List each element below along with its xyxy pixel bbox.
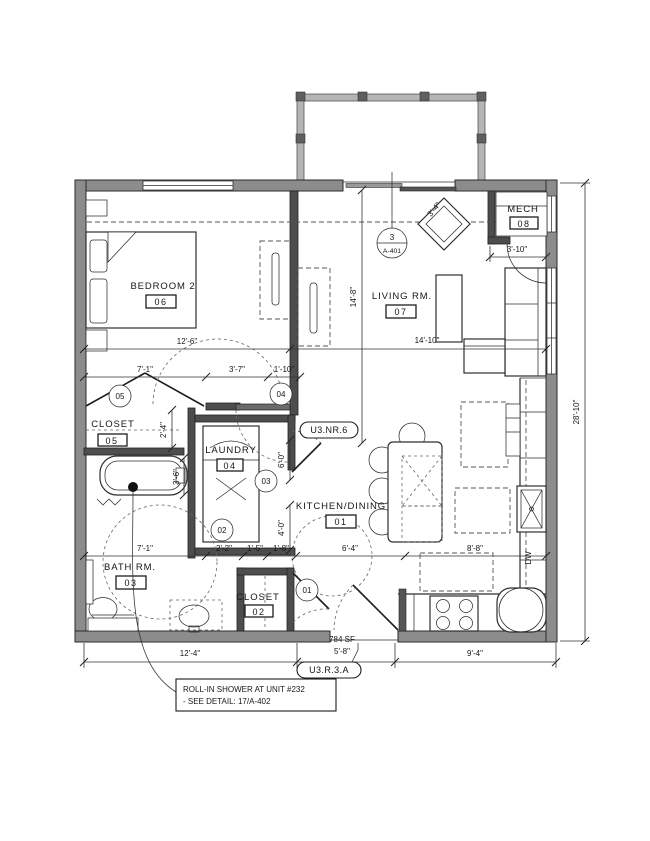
dim-laundry-a: 6'-0" xyxy=(277,452,286,468)
section-marker: 3 A-401 xyxy=(376,172,408,259)
room-bedroom2-label: BEDROOM 2 xyxy=(130,281,195,292)
callout-line1: ROLL-IN SHOWER AT UNIT #232 xyxy=(183,685,305,694)
balcony-sliding-door xyxy=(343,181,457,192)
island-counter-dashed xyxy=(401,455,443,543)
nightstand xyxy=(85,199,108,217)
shower-callout: ROLL-IN SHOWER AT UNIT #232 - SEE DETAIL… xyxy=(132,491,337,712)
console-table xyxy=(435,274,463,343)
vanity xyxy=(169,599,223,633)
room-bedroom2-number: 06 xyxy=(154,297,167,307)
kitchen-island xyxy=(387,441,443,543)
room-kitchen-number: 01 xyxy=(334,517,347,527)
door-tag-02: 02 xyxy=(218,526,227,535)
lounge-chair xyxy=(417,197,471,251)
interior-walls xyxy=(83,190,511,632)
room-bath-label: BATH RM. xyxy=(104,562,156,573)
vestibule-door xyxy=(235,403,291,463)
roll-in-shower-marker xyxy=(128,482,138,492)
dim-closet-row-a: 7'-1" xyxy=(137,365,153,374)
dim-closet-row-c: 1'-10" xyxy=(274,365,295,374)
door-tag-04: 04 xyxy=(277,390,286,399)
dim-overall-depth: 28'-10" xyxy=(572,399,581,424)
area-label: 784 SF xyxy=(329,635,355,644)
room-living-label: LIVING RM. xyxy=(372,291,432,302)
tv-console-bedroom xyxy=(259,240,292,320)
dim-closet-depth: 2'-4" xyxy=(159,422,168,438)
bedroom-window xyxy=(142,180,234,191)
svg-text:U3.R.3.A: U3.R.3.A xyxy=(309,665,349,675)
dim-bath-row-d: 1'-8" xyxy=(273,544,289,553)
sofa xyxy=(463,267,547,377)
dim-closet-row-b: 3'-7" xyxy=(229,365,245,374)
dim-tub: 3'-6" xyxy=(172,469,181,485)
dishwasher-label: DW xyxy=(524,551,533,565)
dim-bath-row-c: 1'-5" xyxy=(247,544,263,553)
room-laundry-label: LAUNDRY xyxy=(205,445,257,456)
door-tag-01: 01 xyxy=(303,586,312,595)
living-window xyxy=(546,267,557,375)
dim-bath-row-b: 2'-2" xyxy=(216,544,232,553)
tv-console-living xyxy=(297,267,331,347)
section-sheet: A-401 xyxy=(383,248,401,255)
grab-bar xyxy=(85,559,94,605)
kitchen-sink xyxy=(516,485,547,533)
section-number: 3 xyxy=(390,233,395,242)
room-closet2-number: 02 xyxy=(252,607,265,617)
dim-kitchen-b: 8'-8" xyxy=(467,544,483,553)
room-labels: BEDROOM 2 06 LIVING RM. 07 MECH 08 CLOSE… xyxy=(91,204,539,618)
dim-living-depth: 14'-8" xyxy=(349,287,358,308)
nightstand xyxy=(85,329,108,352)
stove xyxy=(429,595,479,632)
door-tags: 05 04 03 02 01 xyxy=(108,382,319,602)
mech-door-swing xyxy=(506,243,547,284)
dim-mech-door: 3'-10" xyxy=(507,245,528,254)
room-bath-number: 03 xyxy=(124,578,137,588)
dim-living-width: 14'-10" xyxy=(415,336,440,345)
room-living-number: 07 xyxy=(394,307,407,317)
room-kitchen-label: KITCHEN/DINING xyxy=(296,501,386,512)
bed xyxy=(85,231,197,329)
dimension-ticks xyxy=(79,178,590,667)
entry-door xyxy=(330,584,399,641)
dim-bottom-c: 9'-4" xyxy=(467,649,483,658)
dim-bath-row-a: 7'-1" xyxy=(137,544,153,553)
dim-bottom-b: 5'-8" xyxy=(334,647,350,656)
room-closet5-number: 05 xyxy=(105,436,118,446)
room-closet2-label: CLOSET xyxy=(236,592,279,603)
upper-cabinets-dashed xyxy=(419,380,527,592)
unit-note-tag: U3.NR.6 xyxy=(299,421,359,439)
dim-bottom-a: 12'-4" xyxy=(180,649,201,658)
callout-line2: - SEE DETAIL: 17/A-402 xyxy=(183,697,271,706)
dim-bedroom-width: 12'-6" xyxy=(177,337,198,346)
balcony-railing xyxy=(295,91,487,183)
laundry-door xyxy=(291,430,322,473)
shower-bench xyxy=(87,614,139,632)
dim-laundry-b: 4'-0" xyxy=(277,520,286,536)
svg-text:U3.NR.6: U3.NR.6 xyxy=(310,425,347,435)
turning-circle-bath xyxy=(102,504,218,620)
dim-kitchen-a: 6'-4" xyxy=(342,544,358,553)
door-tag-03: 03 xyxy=(262,477,271,486)
mech-vent xyxy=(546,195,557,233)
room-mech-number: 08 xyxy=(517,219,530,229)
room-mech-label: MECH xyxy=(507,204,539,215)
room-closet5-label: CLOSET xyxy=(91,419,134,430)
bathtub xyxy=(96,455,188,506)
unit-plan-tag: U3.R.3.A xyxy=(296,643,362,679)
refrigerator xyxy=(496,587,547,633)
door-tag-05: 05 xyxy=(116,392,125,401)
room-laundry-number: 04 xyxy=(223,461,236,471)
